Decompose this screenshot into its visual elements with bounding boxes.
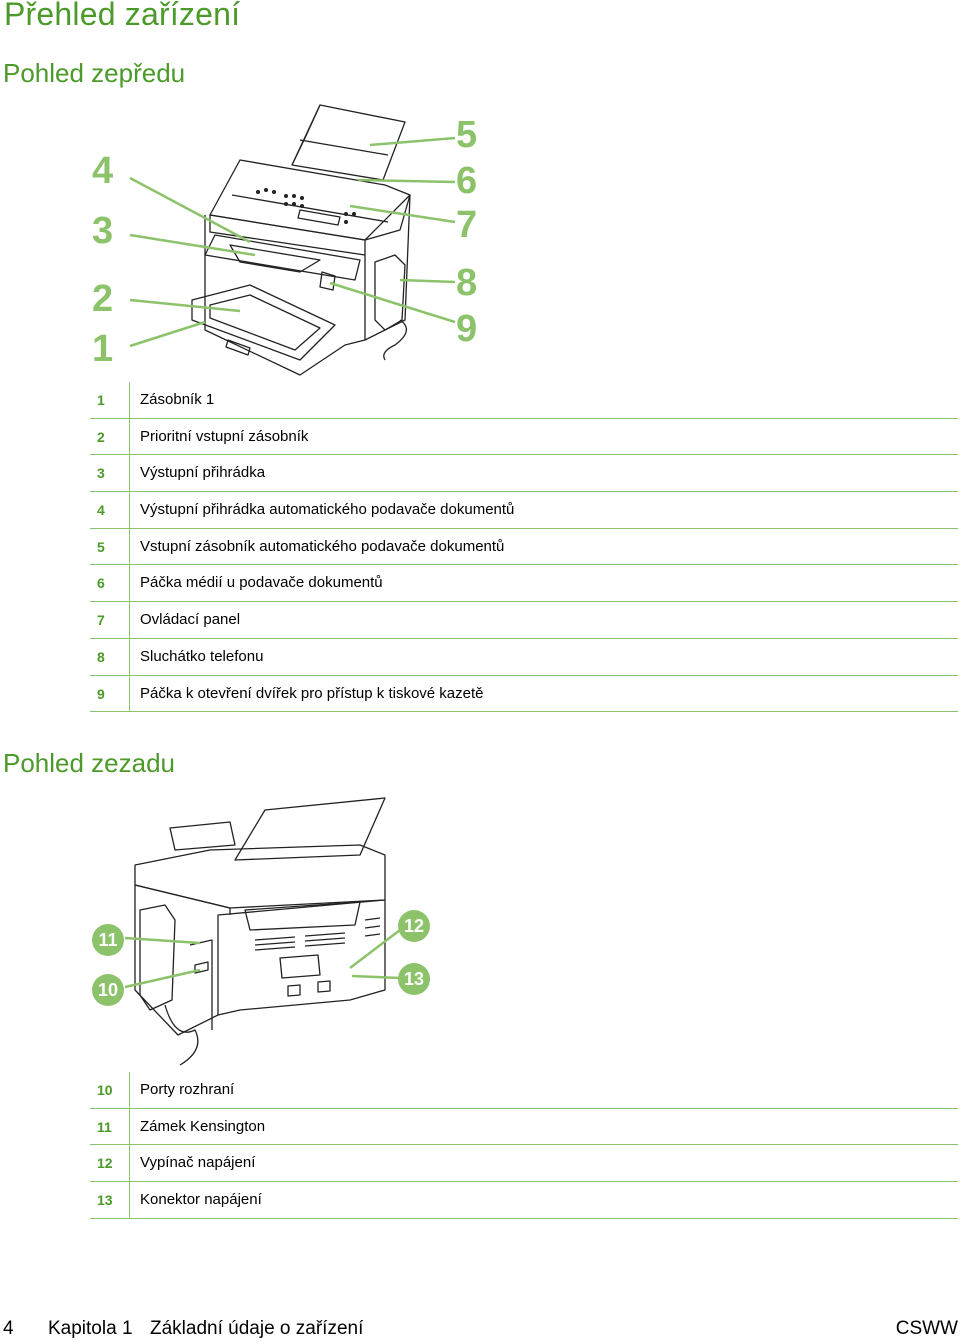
page-title: Přehled zařízení <box>4 0 241 32</box>
callout-5: 5 <box>456 114 478 156</box>
callout-1: 1 <box>92 328 114 370</box>
front-view-illustration <box>129 104 456 376</box>
footer-chapter-title: Základní údaje o zařízení <box>150 1318 364 1339</box>
footer-chapter: Kapitola 1 <box>48 1318 133 1339</box>
callout-8: 8 <box>456 262 478 304</box>
callout-9: 9 <box>456 308 478 350</box>
callout-7: 7 <box>456 204 478 246</box>
callout-6: 6 <box>456 160 478 202</box>
callout-12: 12 <box>398 910 430 942</box>
callout-3: 3 <box>92 210 114 252</box>
callout-10: 10 <box>92 974 124 1006</box>
footer-page-number: 4 <box>3 1318 14 1339</box>
callout-4: 4 <box>92 150 114 192</box>
section-heading-back: Pohled zezadu <box>3 748 176 778</box>
callout-2: 2 <box>92 278 114 320</box>
back-view-illustration <box>124 797 401 1066</box>
section-heading-front: Pohled zepředu <box>3 58 186 88</box>
callout-11: 11 <box>92 924 124 956</box>
callout-13: 13 <box>398 963 430 995</box>
footer-brand: CSWW <box>895 1318 958 1339</box>
